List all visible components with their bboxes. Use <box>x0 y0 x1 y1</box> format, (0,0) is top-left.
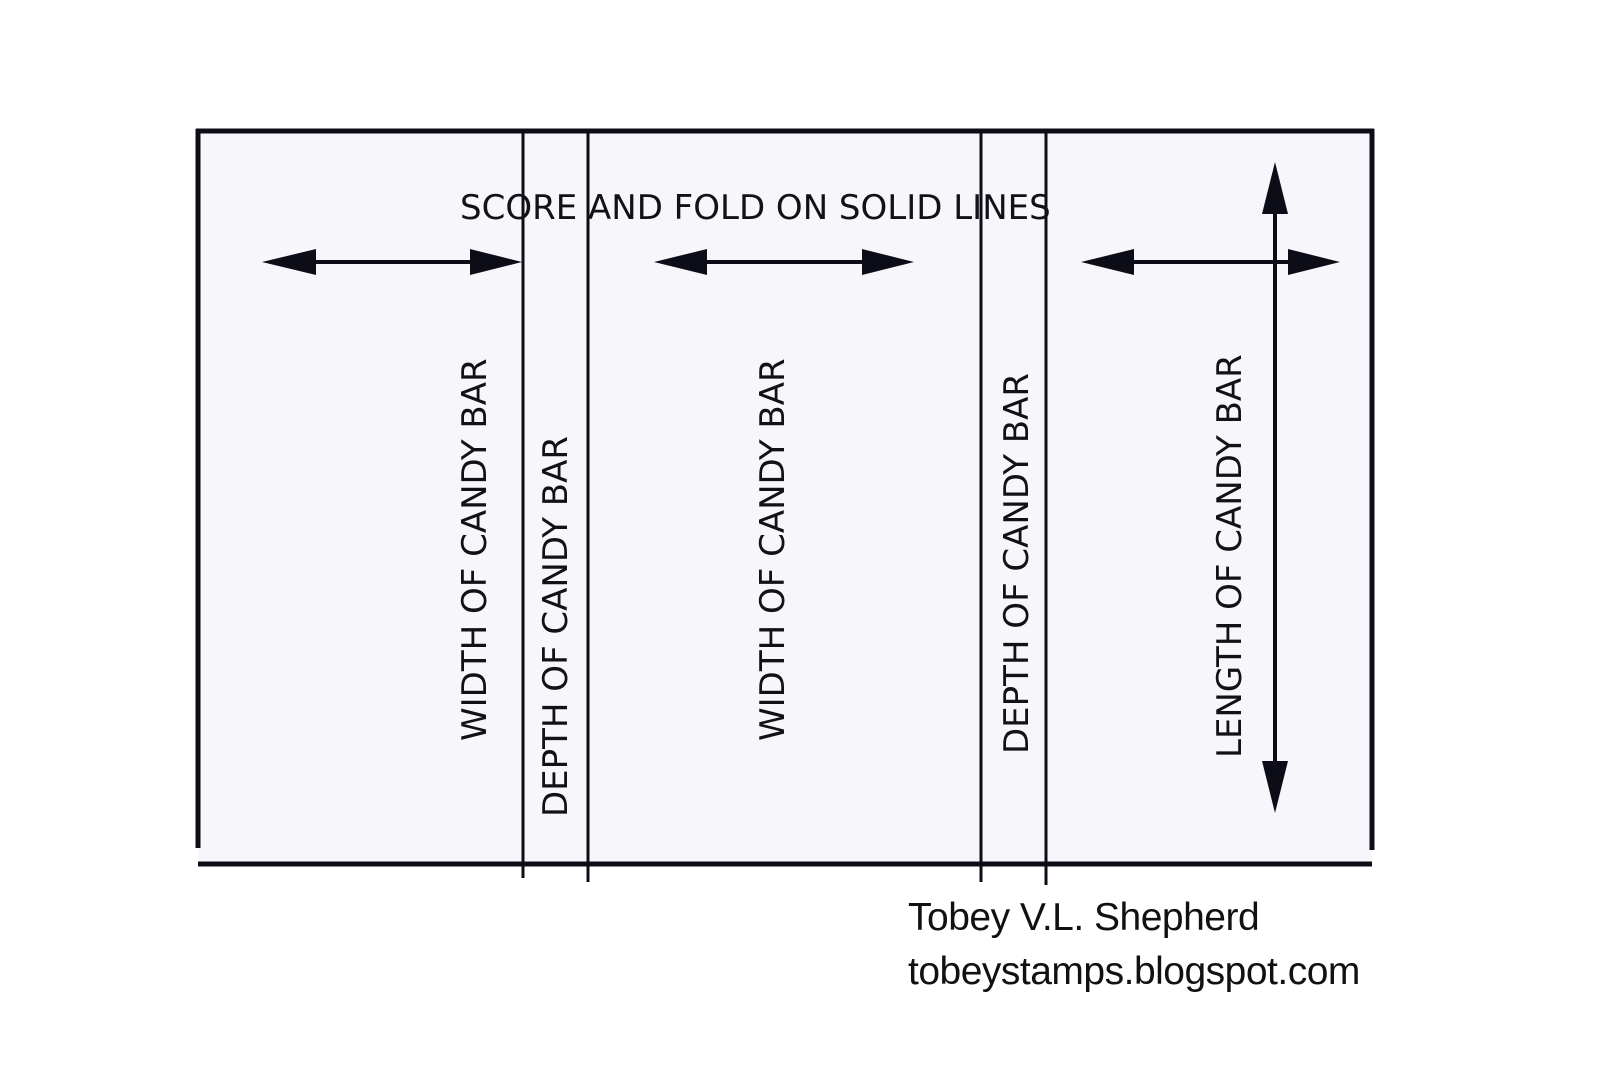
website-credit: tobeystamps.blogspot.com <box>908 950 1360 993</box>
panel-label-depth-2: DEPTH OF CANDY BAR <box>997 373 1037 754</box>
vertical-double-arrow-icon <box>1262 162 1288 813</box>
double-arrow-icon <box>654 249 914 275</box>
double-arrow-icon <box>1081 249 1340 275</box>
panel-label-length: LENGTH OF CANDY BAR <box>1210 354 1250 758</box>
author-credit: Tobey V.L. Shepherd <box>908 896 1260 939</box>
panel-label-width-1: WIDTH OF CANDY BAR <box>455 358 495 741</box>
double-arrow-icon <box>262 249 522 275</box>
panel-label-width-2: WIDTH OF CANDY BAR <box>753 358 793 741</box>
instruction-text: SCORE AND FOLD ON SOLID LINES <box>460 188 1051 228</box>
panel-label-depth-1: DEPTH OF CANDY BAR <box>536 436 576 817</box>
template-paper <box>198 131 1372 863</box>
